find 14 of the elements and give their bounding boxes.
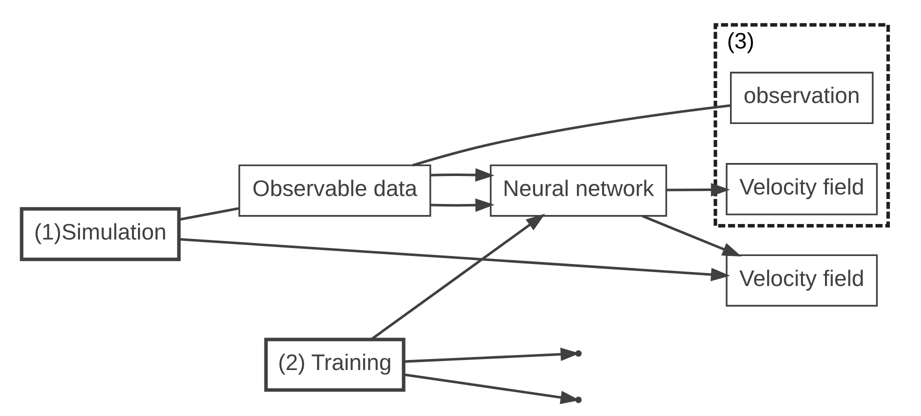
node-box: (1)Simulation	[20, 207, 181, 262]
node-box: (2) Training	[264, 338, 406, 392]
node-box: Observable data	[238, 164, 432, 217]
node-box: Velocity field	[726, 163, 878, 216]
arrow	[430, 198, 494, 212]
arrow	[430, 168, 494, 182]
node-box: observation	[730, 72, 874, 124]
arrow	[370, 214, 546, 340]
connector	[179, 207, 240, 221]
arrow	[666, 183, 730, 196]
node-box: Neural network	[490, 164, 668, 217]
arrow	[179, 238, 730, 282]
arrow	[642, 214, 742, 256]
node-box: Velocity field	[726, 254, 878, 307]
